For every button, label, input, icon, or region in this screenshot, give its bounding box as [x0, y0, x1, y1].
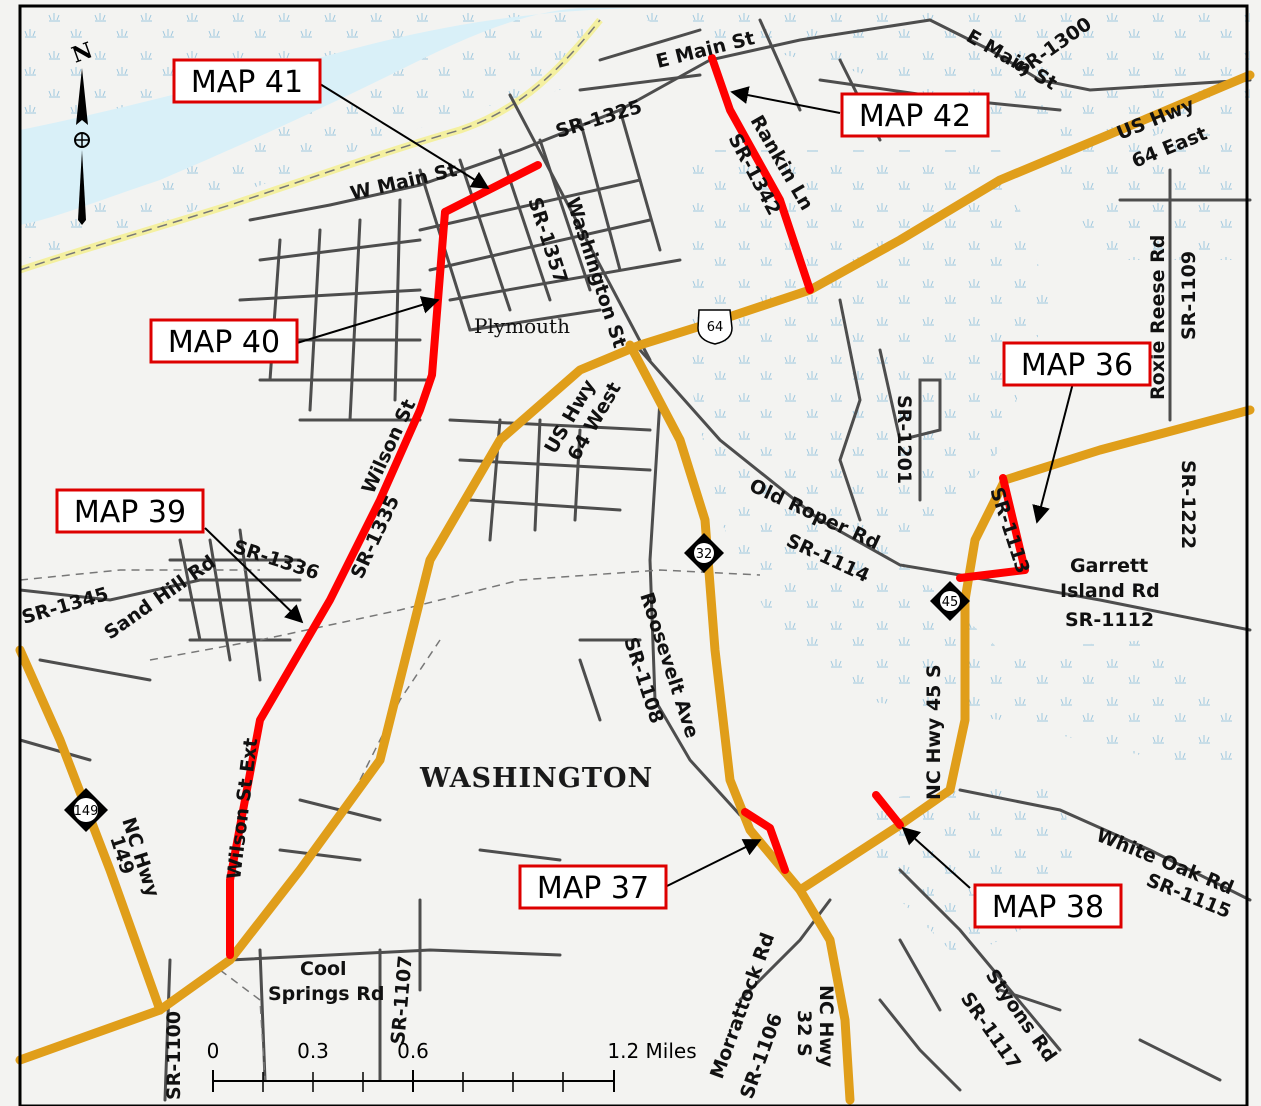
wetland-north	[20, 8, 600, 260]
svg-text:149: 149	[74, 804, 99, 819]
local-roads	[18, 18, 1252, 1102]
label-nc32s-2: 32 S	[793, 1010, 815, 1057]
north-arrow: N	[68, 37, 96, 225]
label-cool-1: Cool	[300, 958, 347, 980]
callout-map40: MAP 40	[149, 318, 299, 364]
svg-text:MAP 39: MAP 39	[74, 495, 186, 530]
label-sr-1109: SR-1109	[1178, 251, 1200, 340]
label-garrett-2: Island Rd	[1060, 580, 1160, 602]
arrow-map38	[901, 826, 971, 889]
label-cool-2: Springs Rd	[268, 983, 384, 1005]
tracks	[19, 569, 761, 1081]
label-nc45s: NC Hwy 45 S	[923, 664, 945, 800]
label-roxie-reese: Roxie Reese Rd	[1147, 235, 1169, 400]
scale-bar: 0 0.3 0.6 1.2 Miles	[207, 1039, 697, 1092]
callout-arrows	[204, 83, 1074, 889]
segment-map36	[956, 474, 1029, 582]
callout-map42: MAP 42	[840, 92, 990, 138]
callout-map36: MAP 36	[1002, 341, 1152, 387]
arrow-map39	[204, 527, 304, 624]
arrow-map41	[319, 83, 490, 189]
north-arrow-head	[76, 68, 88, 125]
callout-map41: MAP 41	[172, 58, 322, 104]
segment-map42	[708, 54, 814, 294]
nc45-shield: 45	[930, 581, 970, 621]
svg-text:0.3: 0.3	[297, 1039, 329, 1063]
arrow-map36	[1032, 382, 1074, 524]
svg-text:64: 64	[707, 320, 724, 335]
svg-text:MAP 36: MAP 36	[1021, 348, 1133, 383]
wetland-east	[1050, 130, 1240, 260]
wetland-central	[680, 150, 1240, 780]
label-garrett-1: Garrett	[1070, 555, 1148, 577]
label-sr-1112: SR-1112	[1065, 609, 1154, 631]
target-segments	[226, 54, 1029, 959]
segment-map41	[441, 161, 542, 216]
segment-map39-40	[226, 208, 449, 959]
label-sr-1100: SR-1100	[163, 1011, 185, 1100]
svg-text:1.2 Miles: 1.2 Miles	[607, 1039, 696, 1063]
town-label: Plymouth	[474, 314, 570, 338]
river	[20, 8, 640, 225]
svg-text:0: 0	[207, 1039, 220, 1063]
svg-text:MAP 40: MAP 40	[168, 325, 280, 360]
county-label: WASHINGTON	[419, 763, 653, 794]
nc149-shield: 149	[64, 788, 108, 832]
wetland-northeast	[600, 8, 1250, 150]
label-nc32s-1: NC Hwy	[815, 985, 837, 1068]
callout-map37: MAP 37	[518, 864, 668, 910]
callout-map38: MAP 38	[973, 883, 1123, 929]
svg-text:45: 45	[942, 595, 959, 610]
svg-text:MAP 42: MAP 42	[859, 99, 971, 134]
segment-map38	[872, 791, 904, 829]
arrow-map37	[666, 839, 762, 887]
callout-map39: MAP 39	[55, 488, 205, 534]
svg-text:MAP 41: MAP 41	[191, 65, 303, 100]
label-sr-1201: SR-1201	[893, 395, 915, 484]
arrow-map40	[296, 296, 440, 344]
us64-shield: 64	[697, 309, 733, 345]
svg-text:MAP 37: MAP 37	[537, 871, 649, 906]
label-sr-1222: SR-1222	[1177, 460, 1199, 549]
svg-text:32: 32	[696, 547, 713, 562]
county-boundary	[19, 19, 601, 271]
svg-text:MAP 38: MAP 38	[992, 890, 1104, 925]
nc32-shield: 32	[684, 533, 724, 573]
map-frame	[18, 4, 1249, 1106]
svg-text:0.6: 0.6	[397, 1039, 429, 1063]
segment-map37	[741, 808, 789, 874]
arrow-map42	[730, 86, 841, 114]
